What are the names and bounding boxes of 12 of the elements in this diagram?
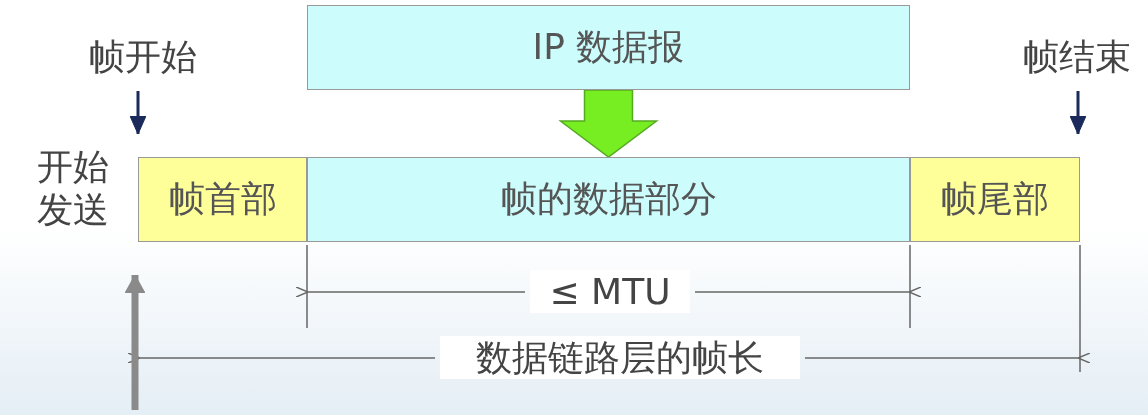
node-label: 帧开始 <box>78 30 208 85</box>
data-box: 帧的数据部分 <box>307 157 910 242</box>
node-label: 帧结束 <box>1012 30 1142 85</box>
dimension-label: ≤ MTU <box>530 270 690 314</box>
header-box: 帧首部 <box>138 157 307 242</box>
dimension-label: 数据链路层的帧长 <box>440 336 800 380</box>
start-sending-label: 开始发送 <box>36 145 110 232</box>
arrow <box>1069 91 1087 135</box>
block-arrow <box>558 89 659 158</box>
datagram-box: IP 数据报 <box>307 5 910 90</box>
arrow <box>129 91 147 135</box>
trailer-box: 帧尾部 <box>910 157 1080 242</box>
